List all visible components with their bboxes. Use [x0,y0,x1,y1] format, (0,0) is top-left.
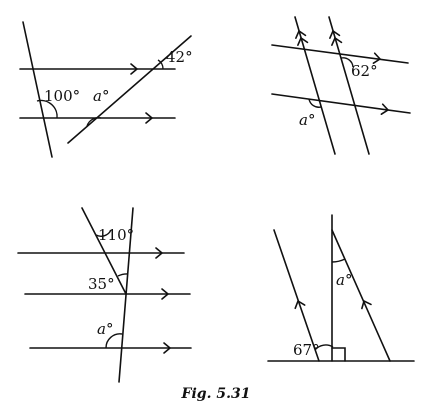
label-a: a° [336,271,352,289]
angle-arc-100 [36,99,58,119]
parallel-line-right [331,229,391,362]
label-110: 110° [98,226,134,244]
label-100: 100° [44,87,80,105]
parallel-line-left [273,229,320,362]
transversal-left [294,16,336,155]
label-a: a° [97,320,113,338]
label-67: 67° [293,341,320,359]
panel-bottom-right: a° 67° [267,214,415,362]
angle-arc-67 [314,344,334,351]
angle-arc-a [86,117,102,127]
angle-arc-42 [157,59,164,70]
label-62: 62° [351,62,378,80]
angle-arc-a [308,98,322,108]
angle-arc-62 [340,57,354,68]
label-a: a° [93,87,109,105]
figure-caption: Fig. 5.31 [181,386,251,402]
label-35: 35° [88,275,115,293]
angle-arc-a [105,333,123,349]
transversal-left [22,21,53,158]
parallel-line-bottom [271,93,411,114]
angle-arc-a [331,258,346,263]
panel-top-right: 62° a° [271,16,411,155]
transversal-steep [118,207,134,383]
transversal-right [67,35,192,144]
label-a: a° [299,111,315,129]
transversal-slanted [81,207,127,295]
angle-arc-110 [95,229,112,237]
panel-top-left: 42° 100° a° [19,21,193,158]
angle-arc-35 [117,273,129,277]
panel-bottom-left: 110° 35° a° [17,207,192,383]
label-42: 42° [166,48,193,66]
transversal-right [328,16,370,155]
right-angle-mark [331,347,346,362]
